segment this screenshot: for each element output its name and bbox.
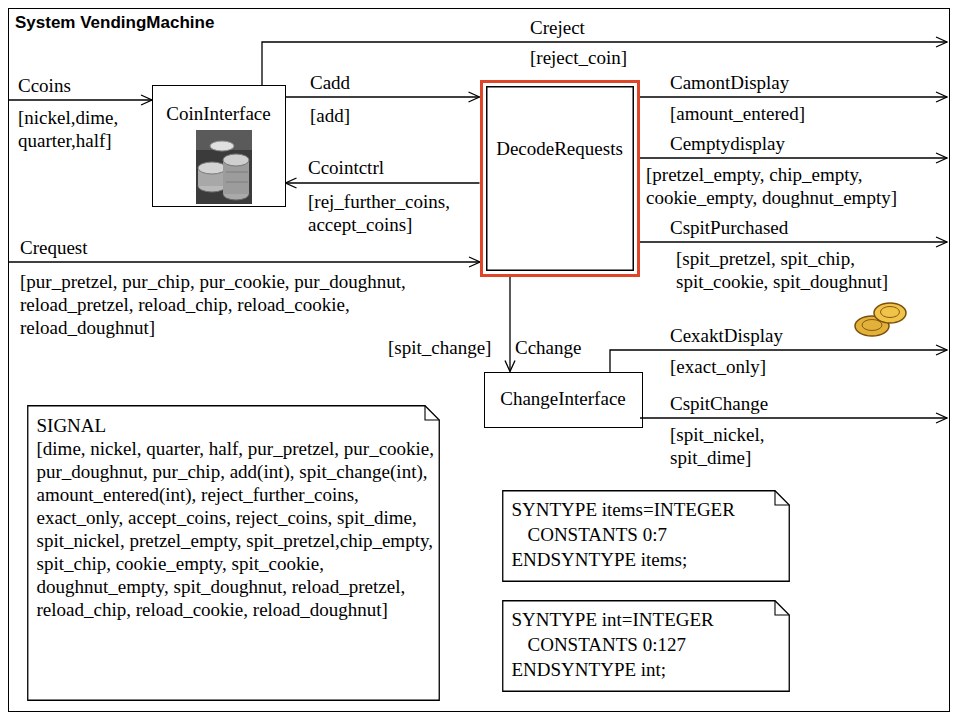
label-anchor: [nickel,dime, quarter,half]	[18, 106, 143, 152]
label-anchor: Cemptydisplay	[670, 132, 785, 155]
label-anchor: Cadd	[310, 71, 350, 94]
note-fold	[775, 600, 789, 614]
label-anchor: Cchange	[515, 336, 581, 359]
signal-list: [spit_nickel, spit_dime]	[670, 423, 800, 469]
signal-list: [spit_pretzel, spit_chip, spit_cookie, s…	[676, 247, 926, 293]
channel-arrow	[286, 96, 480, 97]
note-heading: SIGNAL	[37, 414, 437, 437]
block-name: DecodeRequests	[491, 137, 629, 160]
channel-line	[610, 350, 947, 372]
label-anchor: [pur_pretzel, pur_chip, pur_cookie, pur_…	[20, 270, 475, 339]
block-box: DecodeRequests	[480, 80, 640, 277]
signal-list: [rej_further_coins, accept_coins]	[308, 190, 468, 236]
note-text: CONSTANTS 0:127	[528, 632, 782, 657]
block-name: CoinInterface	[159, 102, 279, 125]
label-anchor: [pretzel_empty, chip_empty, cookie_empty…	[646, 163, 936, 209]
block-box: ChangeInterface	[484, 372, 643, 428]
channel-name: Cemptydisplay	[670, 132, 785, 155]
note-fold	[425, 405, 439, 419]
channel-name: Cadd	[310, 71, 350, 94]
block-box: CoinInterface	[152, 85, 286, 207]
coin-photo	[196, 130, 252, 204]
signal-list: [spit_change]	[388, 336, 491, 359]
channel-name: CamontDisplay	[670, 71, 789, 94]
label-anchor: [amount_entered]	[670, 102, 805, 125]
note-border	[502, 490, 789, 581]
block-name: ChangeInterface	[491, 387, 636, 410]
note-text: CONSTANTS 0:7	[528, 522, 782, 547]
channel-name: CexaktDisplay	[670, 324, 783, 347]
signal-list: [reject_coin]	[530, 46, 627, 69]
note-heading: SYNTYPE items=INTEGER	[512, 497, 782, 522]
label-anchor: Creject	[530, 16, 585, 39]
channel-line	[640, 241, 947, 242]
label-anchor: [reject_coin]	[530, 46, 627, 69]
channel-name: Creject	[530, 16, 585, 39]
note-text: [dime, nickel, quarter, half, pur_pretze…	[37, 437, 437, 621]
label-anchor: CexaktDisplay	[670, 324, 783, 347]
label-anchor: Crequest	[20, 236, 88, 259]
signal-list: [exact_only]	[670, 355, 766, 378]
label-anchor: [add]	[310, 104, 350, 127]
channel-name: Cchange	[515, 336, 581, 359]
channel-name: Crequest	[20, 236, 88, 259]
label-anchor: [spit_nickel, spit_dime]	[670, 423, 800, 469]
channel-name: Ccoins	[18, 74, 71, 97]
system-frame: System VendingMachineCoinInterfaceDecode…	[8, 8, 950, 712]
signal-list: [nickel,dime, quarter,half]	[18, 106, 143, 152]
channel-line	[640, 96, 947, 97]
note-text: ENDSYNTYPE int;	[512, 657, 782, 682]
signal-list: [add]	[310, 104, 350, 127]
note-text: ENDSYNTYPE items;	[512, 547, 782, 572]
channel-arrow	[286, 182, 480, 183]
label-anchor: CamontDisplay	[670, 71, 789, 94]
note-box: SYNTYPE items=INTEGERCONSTANTS 0:7ENDSYN…	[502, 490, 790, 582]
channel-arrow	[509, 277, 510, 372]
label-anchor: [spit_pretzel, spit_chip, spit_cookie, s…	[676, 247, 926, 293]
channel-name: CspitPurchased	[670, 216, 788, 239]
channel-line	[9, 261, 480, 262]
channel-line	[640, 157, 947, 158]
signal-list: [amount_entered]	[670, 102, 805, 125]
signal-list: [pretzel_empty, chip_empty, cookie_empty…	[646, 163, 936, 209]
label-anchor: Ccointctrl	[308, 156, 384, 179]
system-title: System VendingMachine	[15, 11, 943, 34]
channel-line	[640, 417, 947, 418]
label-anchor: [rej_further_coins, accept_coins]	[308, 190, 468, 236]
note-border	[502, 600, 789, 691]
label-anchor: [spit_change]	[388, 336, 491, 359]
label-anchor: Ccoins	[18, 74, 71, 97]
note-box: SIGNAL[dime, nickel, quarter, half, pur_…	[27, 405, 440, 701]
note-box: SYNTYPE int=INTEGERCONSTANTS 0:127ENDSYN…	[502, 600, 790, 692]
label-anchor: CspitPurchased	[670, 216, 788, 239]
channel-name: CspitChange	[670, 392, 768, 415]
note-fold	[775, 490, 789, 504]
note-border	[27, 405, 439, 700]
channel-line	[9, 99, 152, 100]
note-heading: SYNTYPE int=INTEGER	[512, 607, 782, 632]
channel-name: Ccointctrl	[308, 156, 384, 179]
signal-list: [pur_pretzel, pur_chip, pur_cookie, pur_…	[20, 270, 475, 339]
gold-coins	[855, 303, 906, 336]
label-anchor: CspitChange	[670, 392, 768, 415]
label-anchor: [exact_only]	[670, 355, 766, 378]
